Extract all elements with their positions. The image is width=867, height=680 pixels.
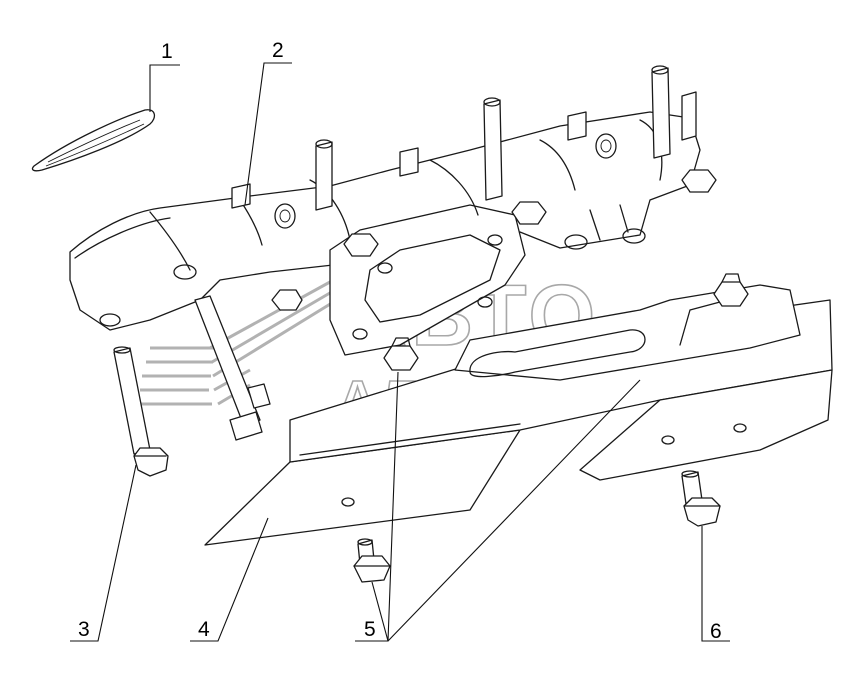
callout-1: 1 [161, 40, 173, 63]
leader-4 [190, 517, 269, 642]
callout-3: 3 [78, 618, 90, 641]
exhaust-manifold [69, 65, 717, 356]
shield-bolts [383, 273, 749, 371]
bolt-5 [353, 538, 391, 583]
leader-5c [387, 379, 641, 642]
callout-labels: 1 2 3 4 5 6 [78, 39, 722, 643]
gasket [31, 109, 156, 172]
callout-6: 6 [710, 620, 722, 643]
leader-lines [70, 62, 730, 642]
bolt-6 [681, 470, 721, 527]
manifold-studs [231, 65, 697, 211]
manifold-nuts [271, 169, 717, 311]
heat-shield-bracket [194, 273, 833, 546]
watermark-stripes [140, 280, 341, 406]
long-stud-bolt [113, 346, 169, 477]
leader-2 [244, 62, 292, 206]
callout-4: 4 [198, 618, 210, 641]
leader-3 [70, 464, 137, 642]
leader-5b [371, 581, 389, 642]
leader-1 [149, 64, 180, 112]
callout-5: 5 [364, 618, 376, 641]
leader-6 [701, 526, 730, 642]
callout-2: 2 [272, 39, 284, 62]
